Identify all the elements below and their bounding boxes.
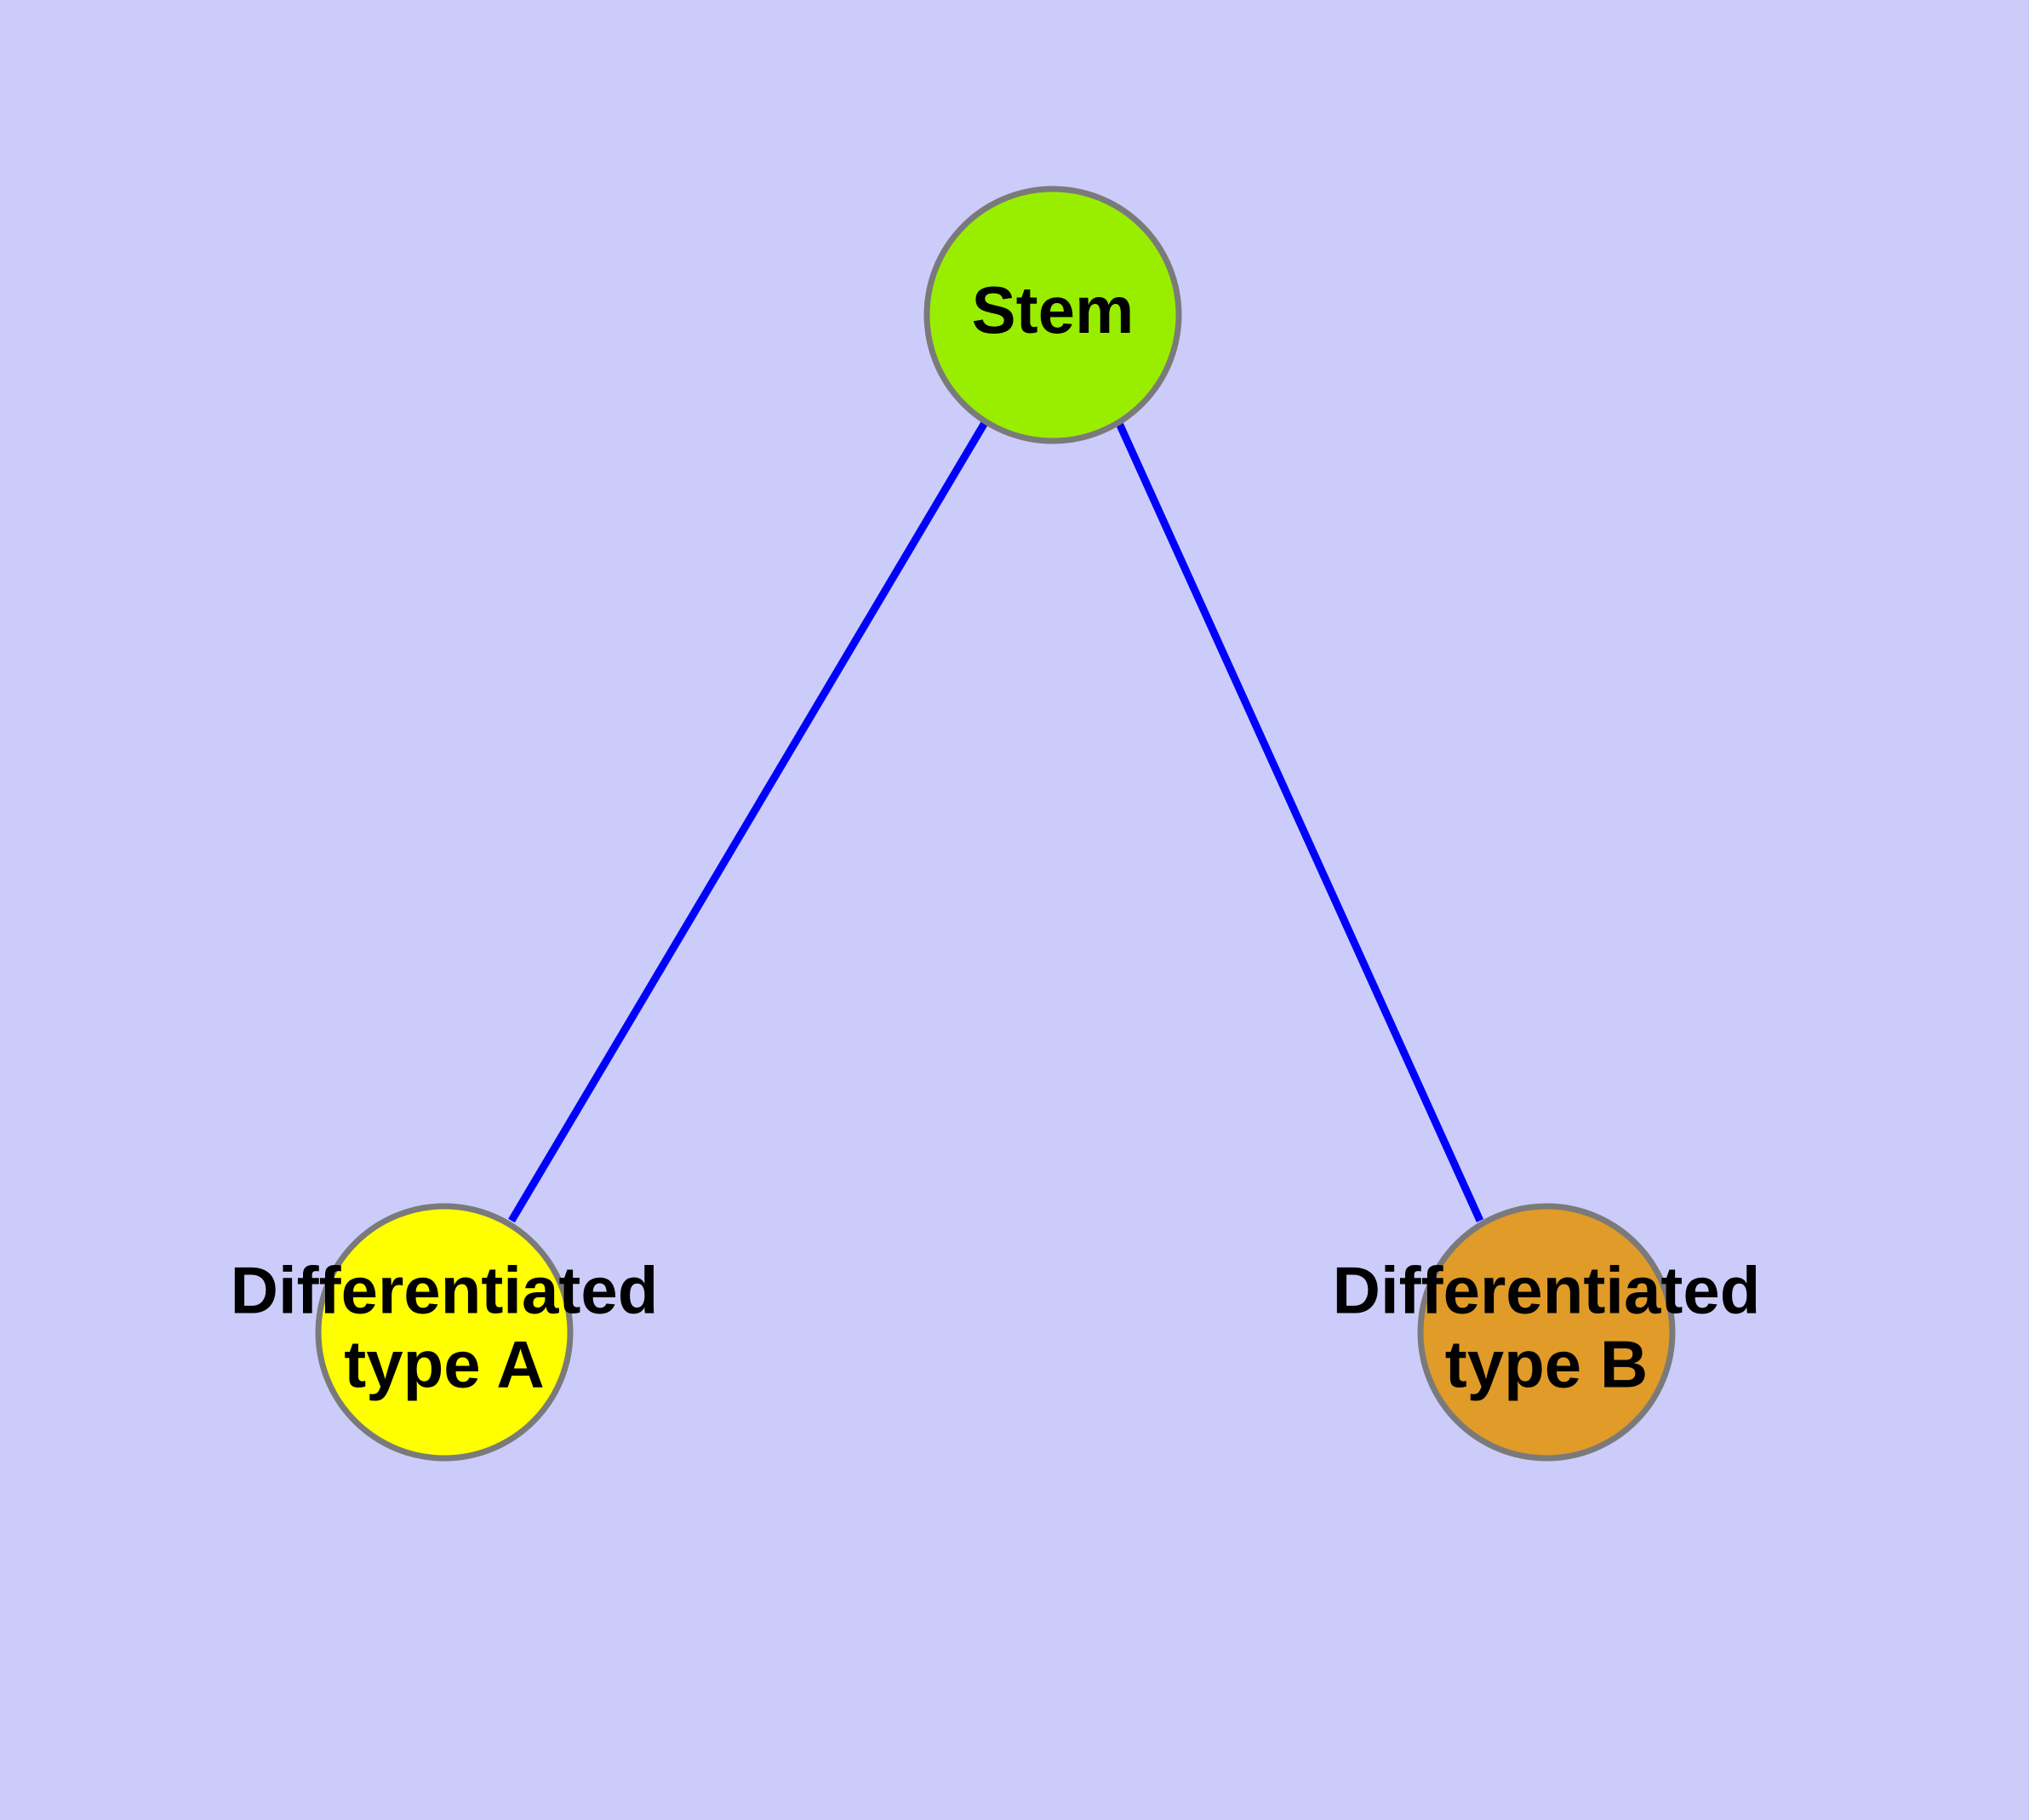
node-layer [315, 186, 1676, 1462]
node-differentiated-type-b[interactable] [1417, 1203, 1676, 1462]
node-label-line: type B [1445, 1326, 1648, 1401]
node-circle-differentiated-type-b[interactable] [1417, 1203, 1676, 1462]
edge-stem-to-differentiated-type-a [508, 419, 989, 1223]
node-label-line: Differentiated [231, 1252, 659, 1327]
edge-stem-to-differentiated-type-b [1114, 420, 1484, 1222]
node-label-line: type A [344, 1326, 545, 1401]
edge-layer [508, 419, 1484, 1223]
node-stem[interactable] [923, 186, 1182, 444]
node-label-stem: Stem [972, 272, 1135, 347]
node-label-line: Differentiated [1333, 1252, 1761, 1327]
node-circle-stem[interactable] [923, 186, 1182, 444]
node-circle-differentiated-type-a[interactable] [315, 1203, 574, 1462]
node-label-line: Stem [972, 272, 1135, 347]
node-differentiated-type-a[interactable] [315, 1203, 574, 1462]
